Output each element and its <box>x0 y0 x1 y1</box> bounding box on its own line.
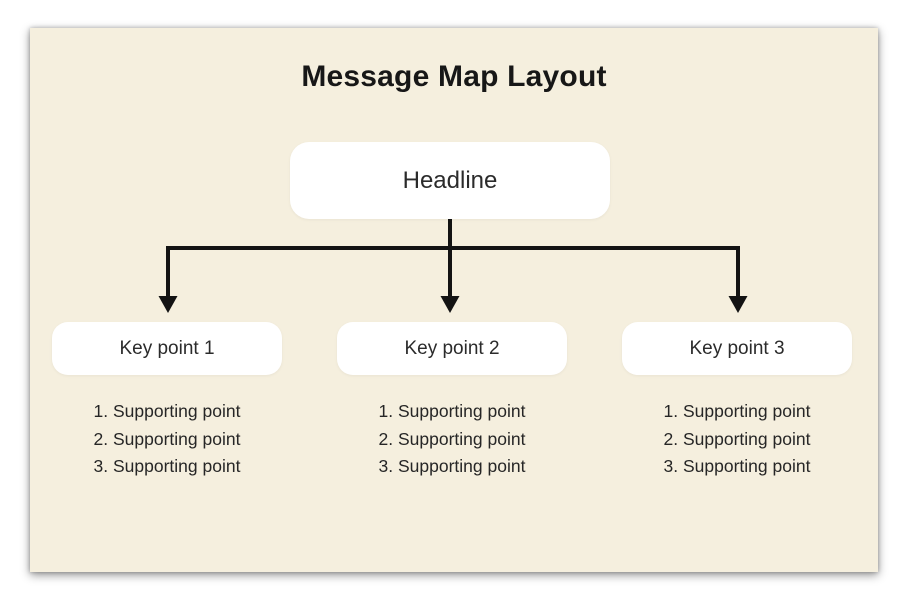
key-point-1-node: Key point 1 <box>52 322 282 375</box>
key-point-1-label: Key point 1 <box>119 337 215 359</box>
supporting-point: 1. Supporting point <box>378 401 526 421</box>
supporting-point: 3. Supporting point <box>378 456 526 476</box>
arrowhead-right-icon <box>728 296 748 313</box>
supporting-point: 1. Supporting point <box>93 401 241 421</box>
supporting-point: 3. Supporting point <box>663 456 811 476</box>
key-point-3-node: Key point 3 <box>622 322 852 375</box>
key-point-3-label: Key point 3 <box>689 337 785 359</box>
connector-lines <box>158 219 748 313</box>
message-map-canvas: Message Map Layout Headline Key point 1 … <box>30 28 878 572</box>
supporting-point: 2. Supporting point <box>378 428 526 449</box>
arrowhead-left-icon <box>158 296 178 313</box>
key-point-2-label: Key point 2 <box>404 337 500 359</box>
headline-node: Headline <box>290 142 610 219</box>
supporting-points-list-1: 1. Supporting point 2. Supporting point … <box>52 398 282 481</box>
supporting-point: 3. Supporting point <box>93 456 241 476</box>
headline-label: Headline <box>402 166 498 194</box>
supporting-points-list-2: 1. Supporting point 2. Supporting point … <box>337 398 567 481</box>
supporting-point: 2. Supporting point <box>663 428 811 449</box>
arrowhead-center-icon <box>440 296 460 313</box>
key-point-2-node: Key point 2 <box>337 322 567 375</box>
supporting-point: 1. Supporting point <box>663 401 811 421</box>
page-title: Message Map Layout <box>301 60 607 93</box>
supporting-point: 2. Supporting point <box>93 428 241 449</box>
supporting-points-list-3: 1. Supporting point 2. Supporting point … <box>622 398 852 481</box>
